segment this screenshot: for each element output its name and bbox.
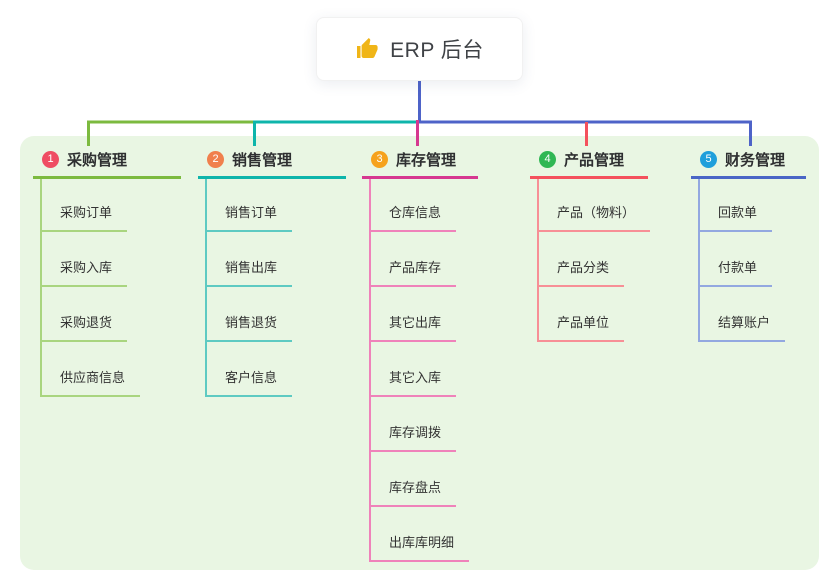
branch-product: 4 产品管理 产品（物料） 产品分类产品单位 [530, 149, 651, 342]
child-node[interactable]: 采购订单 [42, 179, 128, 232]
child-label: 采购订单 [60, 204, 113, 220]
child-label: 产品库存 [389, 259, 442, 275]
branch-label: 产品管理 [564, 152, 625, 169]
child-label: 库存调拨 [389, 424, 442, 440]
child-label: 付款单 [718, 259, 758, 275]
branch-number-badge: 1 [42, 151, 59, 168]
branch-product-children: 产品（物料） 产品分类产品单位 [537, 178, 651, 342]
child-label: 采购退货 [60, 314, 113, 330]
child-label: 库存盘点 [389, 479, 442, 495]
child-label: 销售退货 [225, 314, 278, 330]
child-node[interactable]: 产品（物料） [539, 179, 651, 232]
child-node[interactable]: 供应商信息 [42, 342, 141, 397]
branch-sales-header[interactable]: 2 销售管理 [198, 150, 346, 179]
child-node[interactable]: 库存盘点 [371, 452, 457, 507]
child-node[interactable]: 付款单 [700, 232, 773, 287]
child-node[interactable]: 出库库明细 [371, 507, 470, 562]
child-label: 回款单 [718, 204, 758, 220]
branch-number-badge: 3 [371, 151, 388, 168]
child-label: 采购入库 [60, 259, 113, 275]
child-label: 供应商信息 [60, 369, 126, 385]
branch-inventory: 3 库存管理 仓库信息产品库存其它出库其它入库库存调拨库存盘点出库库明细 [362, 149, 478, 562]
branch-sales-children: 销售订单销售出库销售退货客户信息 [205, 178, 346, 397]
child-node[interactable]: 客户信息 [207, 342, 293, 397]
child-node[interactable]: 采购入库 [42, 232, 128, 287]
child-node[interactable]: 仓库信息 [371, 179, 457, 232]
branch-label: 库存管理 [396, 152, 457, 169]
child-label: 销售订单 [225, 204, 278, 220]
branch-finance-header[interactable]: 5 财务管理 [691, 150, 806, 179]
child-label: 客户信息 [225, 369, 278, 385]
branch-product-header[interactable]: 4 产品管理 [530, 150, 648, 179]
branch-inventory-header[interactable]: 3 库存管理 [362, 150, 478, 179]
branch-label: 财务管理 [725, 152, 786, 169]
branch-number-badge: 2 [207, 151, 224, 168]
child-label: 产品分类 [557, 259, 610, 275]
child-label: 其它入库 [389, 369, 442, 385]
child-node[interactable]: 产品库存 [371, 232, 457, 287]
child-node[interactable]: 销售退货 [207, 287, 293, 342]
root-node[interactable]: ERP 后台 [316, 17, 523, 81]
branch-finance-children: 回款单付款单结算账户 [698, 178, 806, 342]
thumbs-up-icon [357, 38, 378, 58]
connector-branch1 [87, 120, 254, 146]
branch-purchase: 1 采购管理 采购订单采购入库采购退货供应商信息 [33, 149, 181, 397]
branch-finance: 5 财务管理 回款单付款单结算账户 [691, 149, 806, 342]
child-label: 结算账户 [718, 314, 771, 330]
child-label: 产品单位 [557, 314, 610, 330]
child-node[interactable]: 产品分类 [539, 232, 625, 287]
child-node[interactable]: 其它出库 [371, 287, 457, 342]
child-label: 产品（物料） [557, 204, 636, 220]
child-node[interactable]: 结算账户 [700, 287, 786, 342]
child-node[interactable]: 其它入库 [371, 342, 457, 397]
child-node[interactable]: 销售订单 [207, 179, 293, 232]
child-node[interactable]: 产品单位 [539, 287, 625, 342]
child-label: 其它出库 [389, 314, 442, 330]
branch-number-badge: 5 [700, 151, 717, 168]
child-node[interactable]: 销售出库 [207, 232, 293, 287]
child-node[interactable]: 回款单 [700, 179, 773, 232]
branch-purchase-header[interactable]: 1 采购管理 [33, 150, 181, 179]
connector-branch2 [253, 120, 419, 146]
branch-sales: 2 销售管理 销售订单销售出库销售退货客户信息 [198, 149, 346, 397]
branch-purchase-children: 采购订单采购入库采购退货供应商信息 [40, 178, 181, 397]
root-title: ERP 后台 [390, 39, 484, 62]
branch-inventory-children: 仓库信息产品库存其它出库其它入库库存调拨库存盘点出库库明细 [369, 178, 478, 562]
child-node[interactable]: 采购退货 [42, 287, 128, 342]
child-label: 销售出库 [225, 259, 278, 275]
branch-number-badge: 4 [539, 151, 556, 168]
mindmap-panel [20, 136, 819, 570]
branch-label: 销售管理 [232, 152, 293, 169]
branch-label: 采购管理 [67, 152, 128, 169]
child-node[interactable]: 库存调拨 [371, 397, 457, 452]
child-label: 出库库明细 [389, 534, 455, 550]
child-label: 仓库信息 [389, 204, 442, 220]
